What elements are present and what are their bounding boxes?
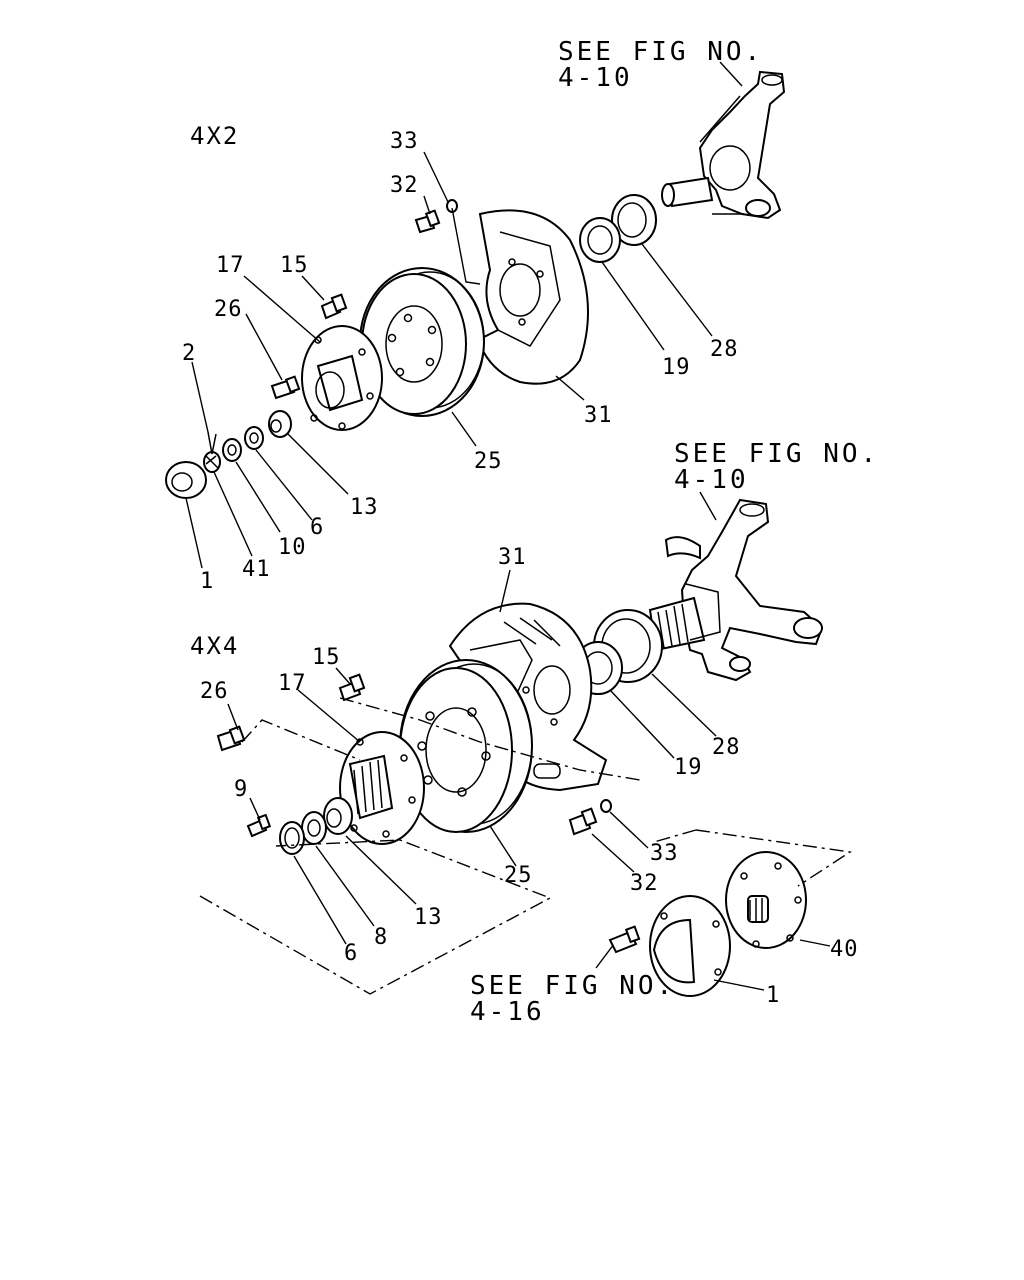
splash-shield-31-upper [476,209,589,385]
ref-mid-line2: 4-10 [674,465,749,495]
callout-31-upper: 31 [584,403,613,428]
callout-25-upper: 25 [474,449,503,474]
leader-lines-lower [227,569,831,991]
free-wheel-hub-1 [649,895,731,997]
bolt-32-lower [568,807,598,836]
brake-disc-25-upper [359,267,485,417]
callout-17-lower: 17 [278,671,307,696]
nut-10-upper [222,438,242,462]
bolt-15-upper [320,293,348,320]
bolt-9-lower [246,813,272,838]
callout-8-lower: 8 [374,925,388,950]
callout-13-upper: 13 [350,495,379,520]
washer-6-upper [244,426,264,450]
bolt-32-upper [414,209,441,234]
ref-top-line1: SEE FIG NO. [558,37,763,67]
callouts-4x4: 31 15 17 26 9 28 19 33 32 25 13 8 6 40 1 [200,545,859,1008]
callout-19-upper: 19 [662,355,691,380]
bearing-13-upper [268,410,292,438]
callout-19-lower: 19 [674,755,703,780]
callout-40-lower: 40 [830,937,859,962]
callout-6-lower: 6 [344,941,358,966]
callout-6-upper: 6 [310,515,324,540]
callout-41-upper: 41 [242,557,271,582]
reference-bottom: SEE FIG NO. 4-16 [470,943,675,1027]
bolt-26-upper [270,375,301,400]
grease-cap-1-upper [165,461,207,499]
bearing-13-lower [323,797,353,835]
leader-lines-upper [185,151,713,569]
callout-10-upper: 10 [278,535,307,560]
assembly-4x2: 33 32 17 15 26 2 28 19 31 25 13 6 10 41 … [165,70,786,594]
nut-cap-41-upper [203,451,221,473]
callout-1-lower: 1 [766,983,780,1008]
section-label-4x2: 4X2 [190,122,239,150]
washer-33-lower [600,799,612,813]
bolt-26-lower [216,725,246,752]
washer-33-upper [446,199,458,213]
oil-seal-28-upper [611,194,657,246]
callout-2-upper: 2 [182,341,196,366]
reference-top: SEE FIG NO. 4-10 [558,37,763,93]
splash-shield-31-lower [448,602,608,792]
callout-1-upper: 1 [200,569,214,594]
callout-13-lower: 13 [414,905,443,930]
callout-17-upper: 17 [216,253,245,278]
section-label-4x4: 4X4 [190,632,239,660]
steering-knuckle-upper [661,70,786,220]
callout-26-lower: 26 [200,679,229,704]
callouts-4x2: 33 32 17 15 26 2 28 19 31 25 13 6 10 41 … [182,129,739,594]
callout-15-upper: 15 [280,253,309,278]
callout-25-lower: 25 [504,863,533,888]
brake-disc-25-lower [399,659,533,833]
reference-mid: SEE FIG NO. 4-10 [674,439,879,521]
seal-6-lower [279,821,305,855]
callout-32-upper: 32 [390,173,419,198]
callout-33-lower: 33 [650,841,679,866]
bolt-15-lower [338,673,366,702]
flange-40 [725,851,807,949]
callout-33-upper: 33 [390,129,419,154]
ref-bottom-line2: 4-16 [470,997,545,1027]
ref-mid-line1: SEE FIG NO. [674,439,879,469]
callout-28-lower: 28 [712,735,741,760]
bolt-hub-lower [608,925,641,954]
ref-top-line2: 4-10 [558,63,633,93]
callout-15-lower: 15 [312,645,341,670]
cotter-pin-2-upper [207,431,217,455]
callout-28-upper: 28 [710,337,739,362]
hub-17-upper [301,325,383,431]
callout-32-lower: 32 [630,871,659,896]
callout-9-lower: 9 [234,777,248,802]
assembly-4x4: 31 15 17 26 9 28 19 33 32 25 13 8 6 40 1 [199,498,859,1008]
hub-17-lower [339,731,425,845]
assembly-dash-lines [199,697,852,995]
callout-26-upper: 26 [214,297,243,322]
bearing-19-upper [579,217,621,263]
ref-bottom-line1: SEE FIG NO. [470,971,675,1001]
washer-8-lower [301,811,327,845]
callout-31-lower: 31 [498,545,527,570]
steering-knuckle-lower [648,498,824,682]
